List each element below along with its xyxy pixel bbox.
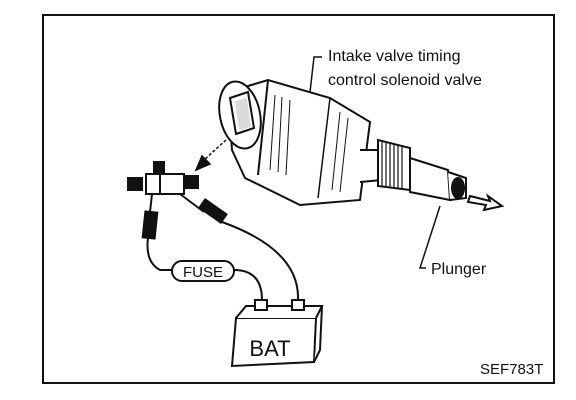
valve-title-line1: Intake valve timing [328, 48, 461, 65]
solenoid-valve [218, 78, 467, 207]
harness-connector [127, 161, 199, 195]
connection-arrow [194, 139, 227, 172]
plunger-direction-arrow [466, 193, 505, 212]
test-leads [141, 193, 300, 304]
fuse-label: FUSE [183, 264, 223, 281]
battery: BAT [230, 299, 324, 368]
figure-code: SEF783T [480, 361, 544, 378]
plunger-label: Plunger [431, 261, 487, 278]
leader-lines [309, 56, 441, 269]
fuse: FUSE [171, 260, 235, 282]
battery-label: BAT [249, 336, 290, 361]
valve-title-line2: control solenoid valve [328, 72, 482, 89]
